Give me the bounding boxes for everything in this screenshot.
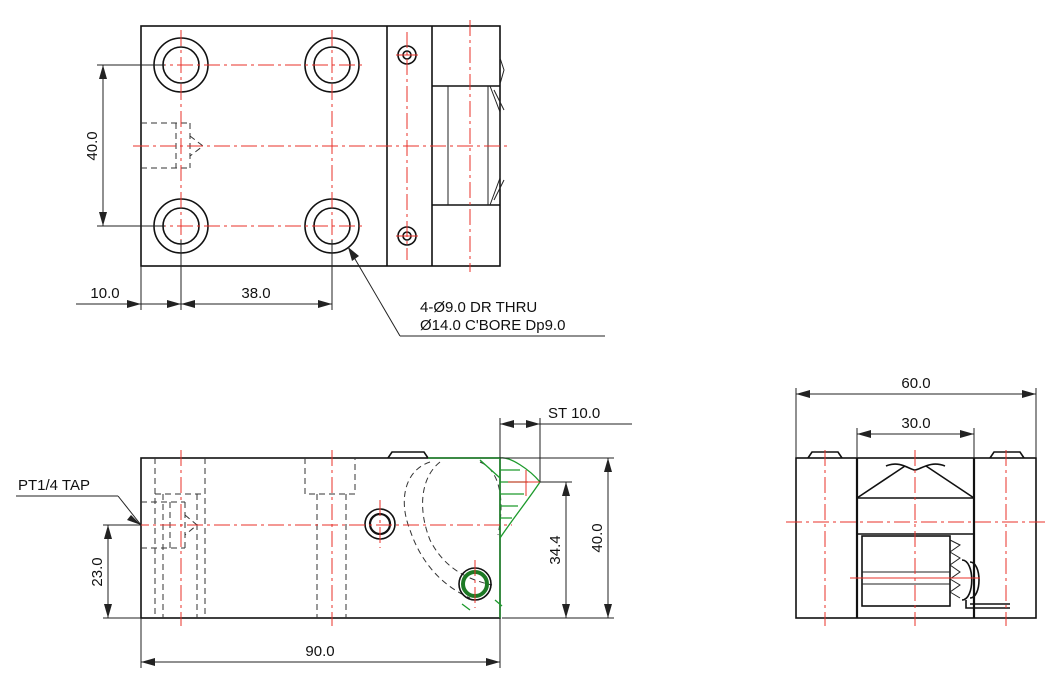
hole-callout-line2: Ø14.0 C'BORE Dp9.0 <box>420 317 565 334</box>
dim-40-top: 40.0 <box>84 131 101 160</box>
dim-23-side: 23.0 <box>89 557 106 586</box>
side-view-dimensions <box>16 418 632 668</box>
port-callout: PT1/4 TAP <box>18 477 90 494</box>
hole-callout-line1: 4-Ø9.0 DR THRU <box>420 299 537 316</box>
dim-34-side: 34.4 <box>547 535 564 564</box>
top-view-dimensions <box>76 64 605 337</box>
dim-90-side: 90.0 <box>305 643 334 660</box>
end-view <box>786 450 1046 626</box>
side-view <box>133 450 545 626</box>
dim-38-top: 38.0 <box>241 285 270 302</box>
dim-30-end: 30.0 <box>901 415 930 432</box>
end-view-dimensions <box>795 388 1037 458</box>
dim-40-side: 40.0 <box>589 523 606 552</box>
dim-60-end: 60.0 <box>901 375 930 392</box>
top-view <box>133 20 510 272</box>
dim-stroke: ST 10.0 <box>548 405 600 422</box>
dim-10-top: 10.0 <box>90 285 119 302</box>
